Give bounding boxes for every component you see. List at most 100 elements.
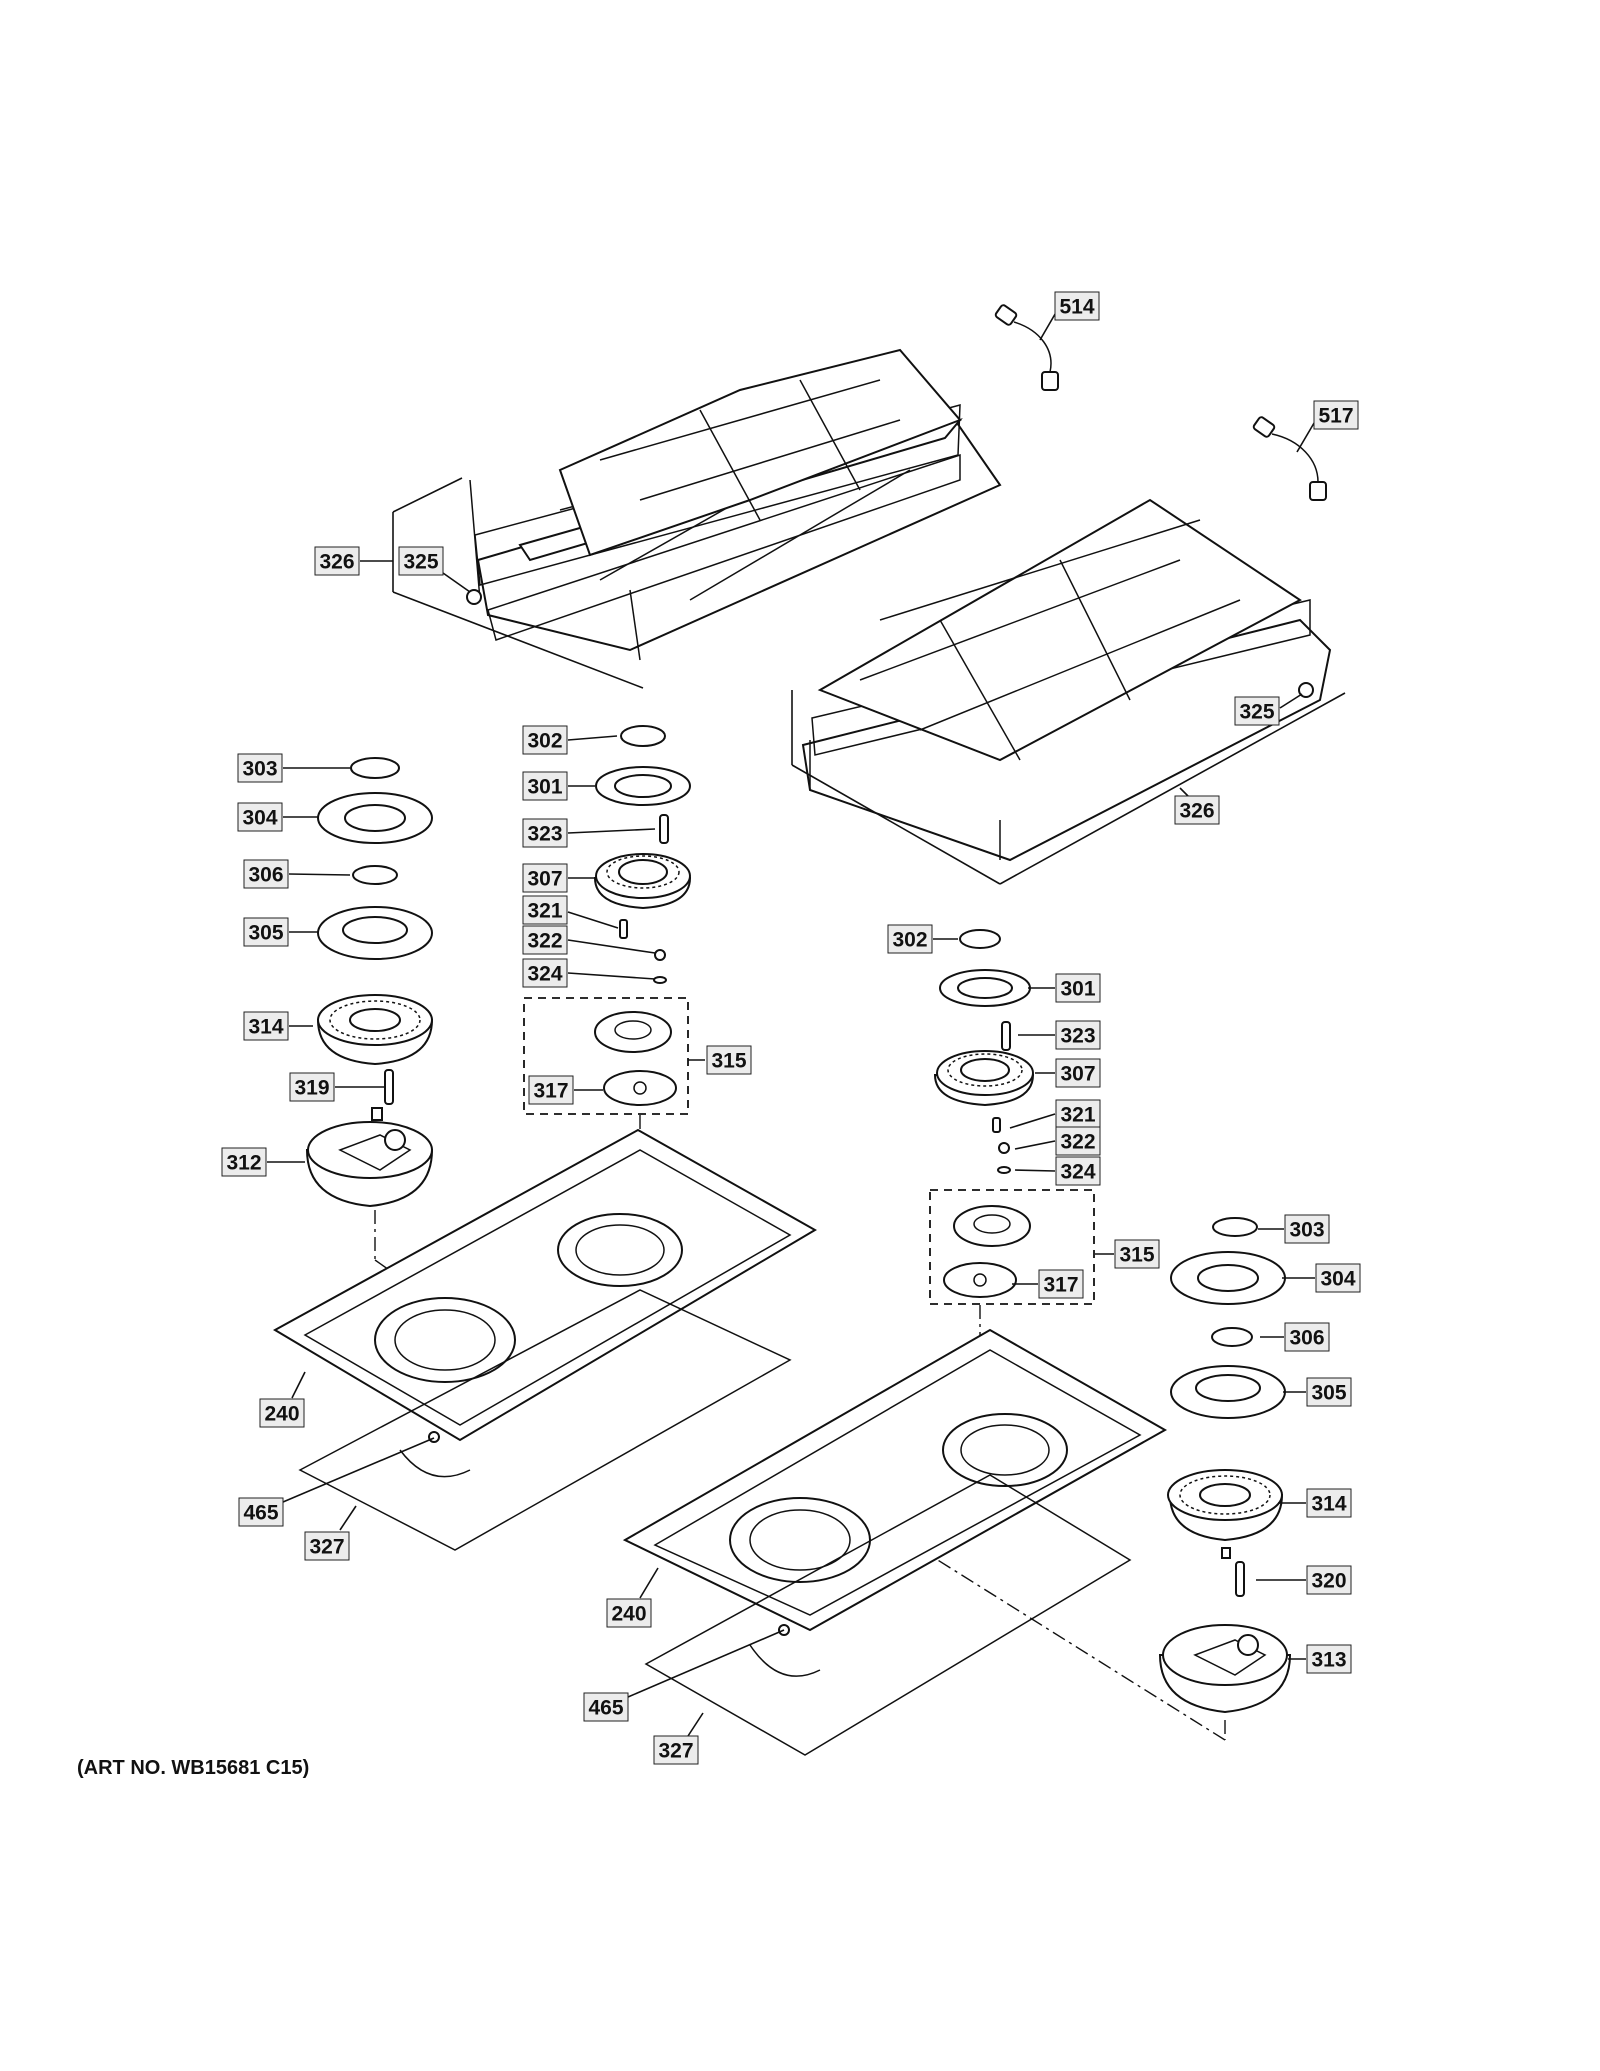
leader-line [339, 1505, 357, 1531]
leader-line [567, 939, 656, 954]
callout-label: 317 [533, 1080, 568, 1103]
callout-327: 327 [304, 1505, 357, 1561]
callout-label: 324 [527, 963, 562, 986]
callout-302: 302 [522, 725, 618, 755]
leader-line [282, 1437, 435, 1503]
grate-right [801, 498, 1332, 862]
callout-label: 301 [527, 776, 562, 799]
callout-label: 314 [1311, 1493, 1346, 1516]
callout-label: 514 [1059, 296, 1094, 319]
callout-box [1114, 1239, 1160, 1269]
leader-line [442, 572, 471, 593]
burner-314-left [316, 994, 434, 1066]
cap-302-left [620, 725, 666, 747]
grate-left [466, 348, 1002, 661]
callout-240: 240 [606, 1567, 659, 1628]
callout-box [1055, 1126, 1101, 1156]
callout-301: 301 [522, 771, 595, 801]
part-324-right [997, 1166, 1011, 1174]
callout-label: 303 [242, 758, 277, 781]
callout-box [237, 802, 283, 832]
callout-box [1055, 973, 1101, 1003]
callout-319: 319 [289, 1072, 385, 1102]
cap-303-left [350, 757, 400, 779]
callout-box [243, 859, 289, 889]
electrode-323-left [659, 814, 669, 844]
callout-label: 326 [319, 551, 354, 574]
callout-label: 465 [588, 1697, 623, 1720]
callout-324: 324 [1014, 1156, 1101, 1186]
callout-label: 302 [892, 929, 927, 952]
burner-plate-315-left [594, 1011, 672, 1053]
callout-465: 465 [583, 1629, 785, 1722]
callout-label: 306 [248, 864, 283, 887]
callout-306: 306 [243, 859, 351, 889]
callout-box [259, 1398, 305, 1428]
insulation-327-left [298, 1289, 792, 1551]
callout-label: 326 [1179, 800, 1214, 823]
callout-517: 517 [1296, 400, 1359, 453]
callout-label: 323 [1060, 1025, 1095, 1048]
callout-box [237, 753, 283, 783]
callout-box [1284, 1214, 1330, 1244]
callout-label: 322 [1060, 1131, 1095, 1154]
screw-321-right [992, 1117, 1001, 1133]
callout-box [522, 863, 568, 893]
callout-label: 322 [527, 930, 562, 953]
callout-302: 302 [887, 924, 958, 954]
burner-plate-315-right [953, 1205, 1031, 1247]
callout-box [314, 546, 360, 576]
callout-label: 327 [309, 1536, 344, 1559]
gasket-317-left [603, 1070, 677, 1106]
leader-line [639, 1567, 659, 1599]
leader-line [288, 873, 351, 876]
leader-line [627, 1629, 785, 1698]
callout-box [1055, 1058, 1101, 1088]
callout-box [398, 546, 444, 576]
cap-304-right [1170, 1251, 1286, 1305]
burner-base-313 [1158, 1624, 1292, 1714]
leader-line [1014, 1140, 1056, 1150]
callout-box [1234, 696, 1280, 726]
callout-325: 325 [398, 546, 471, 593]
callout-label: 323 [527, 823, 562, 846]
cap-301-left [595, 766, 691, 806]
callout-label: 304 [242, 807, 277, 830]
burner-314-right [1167, 1469, 1284, 1542]
callout-label: 304 [1320, 1268, 1355, 1291]
leader-line [687, 1712, 704, 1737]
callout-324: 324 [522, 958, 656, 988]
callout-326: 326 [1174, 787, 1220, 825]
callout-323: 323 [1018, 1020, 1101, 1050]
harness-514 [994, 304, 1059, 391]
callout-box [522, 895, 568, 925]
callout-box [522, 925, 568, 955]
callout-307: 307 [522, 863, 595, 893]
cap-301-right [939, 969, 1031, 1007]
burner-box-240-right [622, 1328, 1168, 1636]
callout-305: 305 [243, 917, 318, 947]
part-324-left [653, 976, 667, 984]
callout-label: 517 [1318, 405, 1353, 428]
grate-left-bracket-top [392, 477, 463, 513]
callout-315: 315 [1095, 1239, 1160, 1269]
leader-line [567, 911, 619, 929]
burner-307-left [593, 853, 692, 910]
callout-325: 325 [1234, 693, 1303, 726]
callout-317: 317 [1012, 1269, 1084, 1299]
callout-box [522, 958, 568, 988]
callout-box [887, 924, 933, 954]
insulation-327-right [644, 1474, 1132, 1756]
callout-label: 320 [1311, 1570, 1346, 1593]
callout-box [1038, 1269, 1084, 1299]
leader-line [291, 1371, 306, 1399]
callout-box [1306, 1644, 1352, 1674]
callout-240: 240 [259, 1371, 306, 1428]
callout-box [1313, 400, 1359, 430]
callout-303: 303 [237, 753, 350, 783]
callout-box [522, 771, 568, 801]
igniter-320 [1221, 1547, 1245, 1597]
callout-312: 312 [221, 1147, 305, 1177]
callout-box [289, 1072, 335, 1102]
